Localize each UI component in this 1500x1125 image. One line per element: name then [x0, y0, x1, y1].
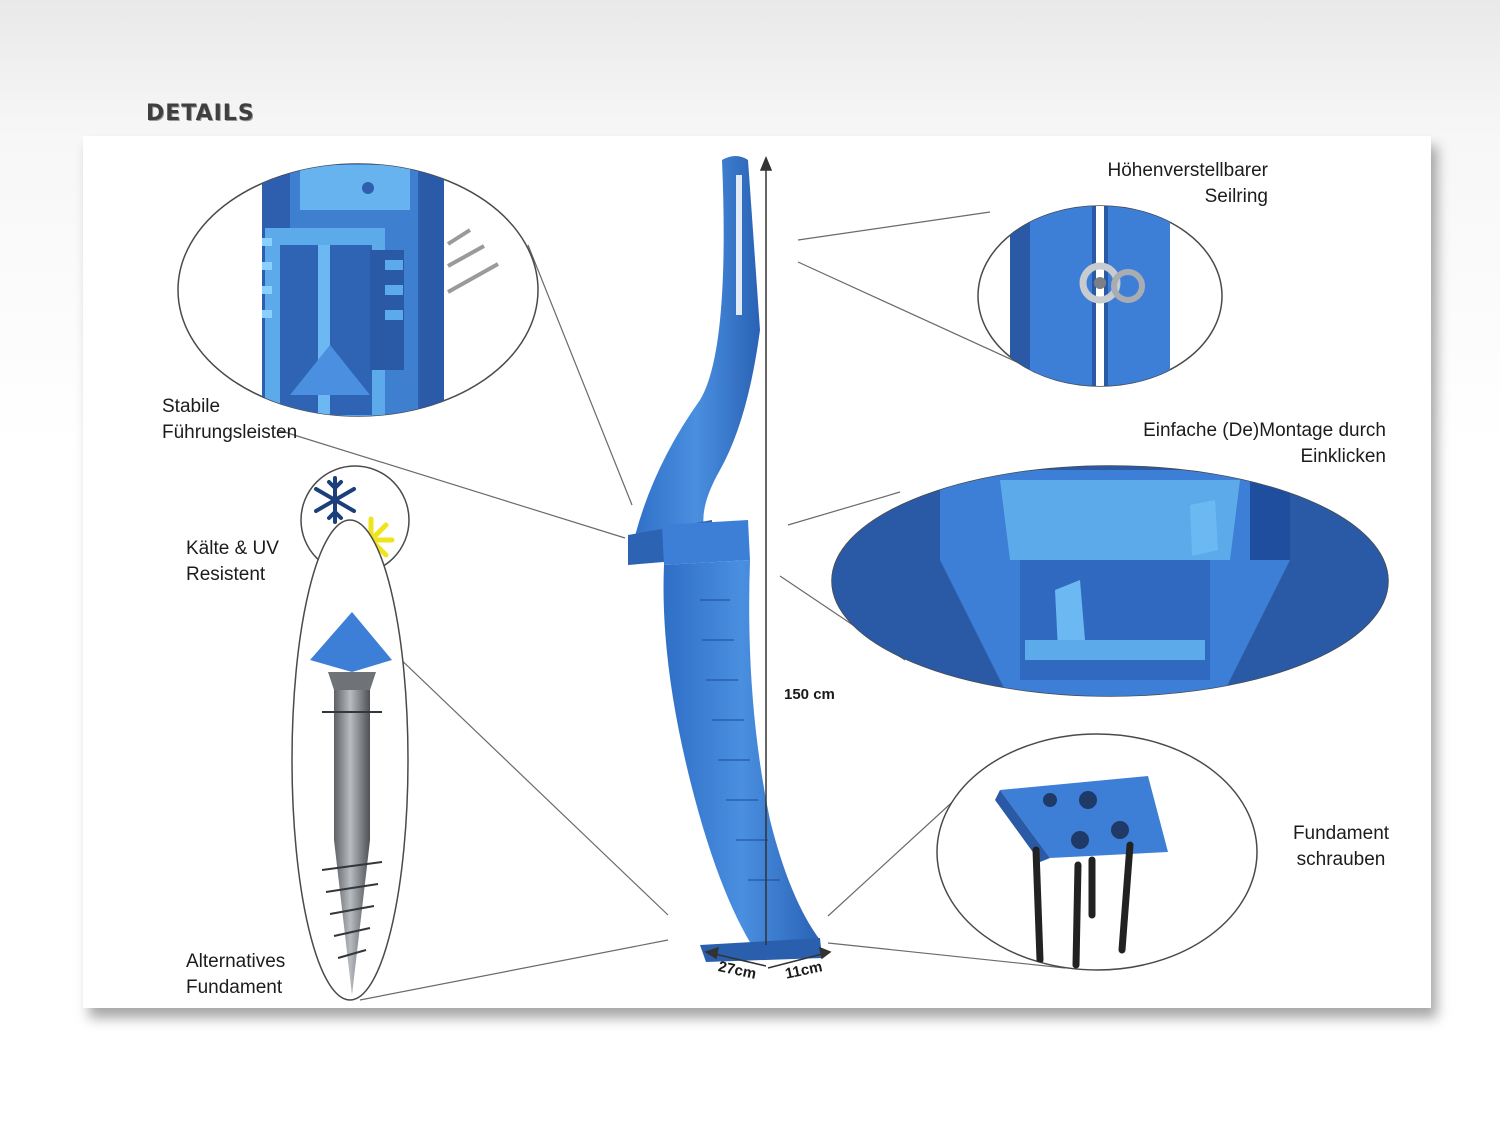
- guide-rails-detail: [177, 163, 539, 417]
- rope-ring-label: Höhenverstellbarer Seilring: [1107, 160, 1268, 207]
- weather-resistance-label: Kälte & UV Resistent: [186, 538, 279, 585]
- dimension-arrows: [704, 156, 832, 969]
- height-dimension: 150 cm: [784, 686, 835, 703]
- ground-anchor-product: [628, 156, 822, 962]
- pressure-arrows: [446, 228, 499, 294]
- foundation-screws-detail: [936, 733, 1258, 971]
- page-title: DETAILS: [146, 101, 255, 126]
- rope-ring-detail: [977, 205, 1223, 387]
- guide-rails-label: Stabile Führungsleisten: [162, 396, 298, 443]
- ground-screw-detail: [291, 519, 409, 1001]
- alternative-foundation-label: Alternatives Fundament: [186, 951, 286, 998]
- click-assembly-detail: [831, 465, 1389, 697]
- foundation-screws-label: Fundament schrauben: [1292, 823, 1390, 870]
- click-assembly-label: Einfache (De)Montage durch Einklicken: [1143, 420, 1386, 467]
- snowflake-icon: [314, 476, 356, 524]
